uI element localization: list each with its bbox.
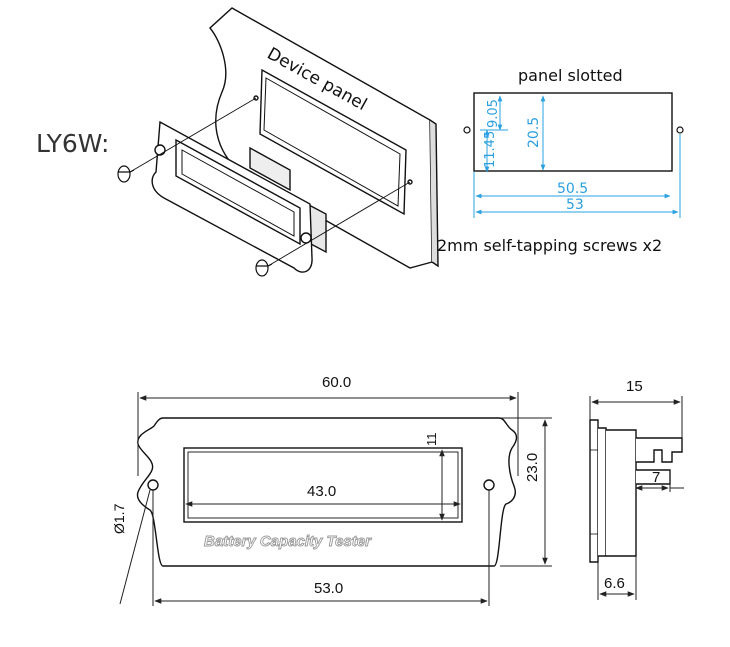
side-view-dimensions bbox=[589, 396, 684, 600]
dim-tab: 7 bbox=[652, 469, 660, 486]
dim-height: 23.0 bbox=[524, 453, 541, 482]
dim-20-5: 20.5 bbox=[526, 117, 542, 148]
dim-width-overall: 60.0 bbox=[322, 374, 351, 391]
dim-9-05: 9.05 bbox=[486, 99, 501, 128]
dim-hole-spacing: 53.0 bbox=[314, 580, 343, 597]
cutout-dimensions bbox=[473, 95, 681, 218]
dim-53: 53 bbox=[566, 197, 584, 213]
side-view-outline bbox=[589, 419, 683, 563]
panel-cutout bbox=[463, 92, 684, 172]
front-view-outline bbox=[136, 417, 518, 567]
assembly-lines bbox=[129, 97, 411, 267]
front-view-dimensions bbox=[119, 392, 552, 606]
dim-window-height: 11 bbox=[424, 433, 439, 447]
dim-window-width: 43.0 bbox=[307, 483, 336, 500]
dim-hole-diameter: Ø1.7 bbox=[111, 503, 127, 534]
meter-module bbox=[151, 120, 327, 273]
screws-note: 2mm self-tapping screws x2 bbox=[437, 236, 662, 255]
dim-bezel: 6.6 bbox=[604, 575, 625, 592]
dim-50-5: 50.5 bbox=[557, 181, 588, 197]
face-text: Battery Capacity Tester bbox=[204, 533, 372, 550]
dim-11-45: 11.45 bbox=[483, 131, 498, 168]
screw-icon bbox=[117, 165, 273, 277]
panel-slotted-title: panel slotted bbox=[518, 66, 623, 85]
dim-depth: 15 bbox=[626, 378, 643, 395]
model-label: LY6W: bbox=[36, 129, 109, 158]
